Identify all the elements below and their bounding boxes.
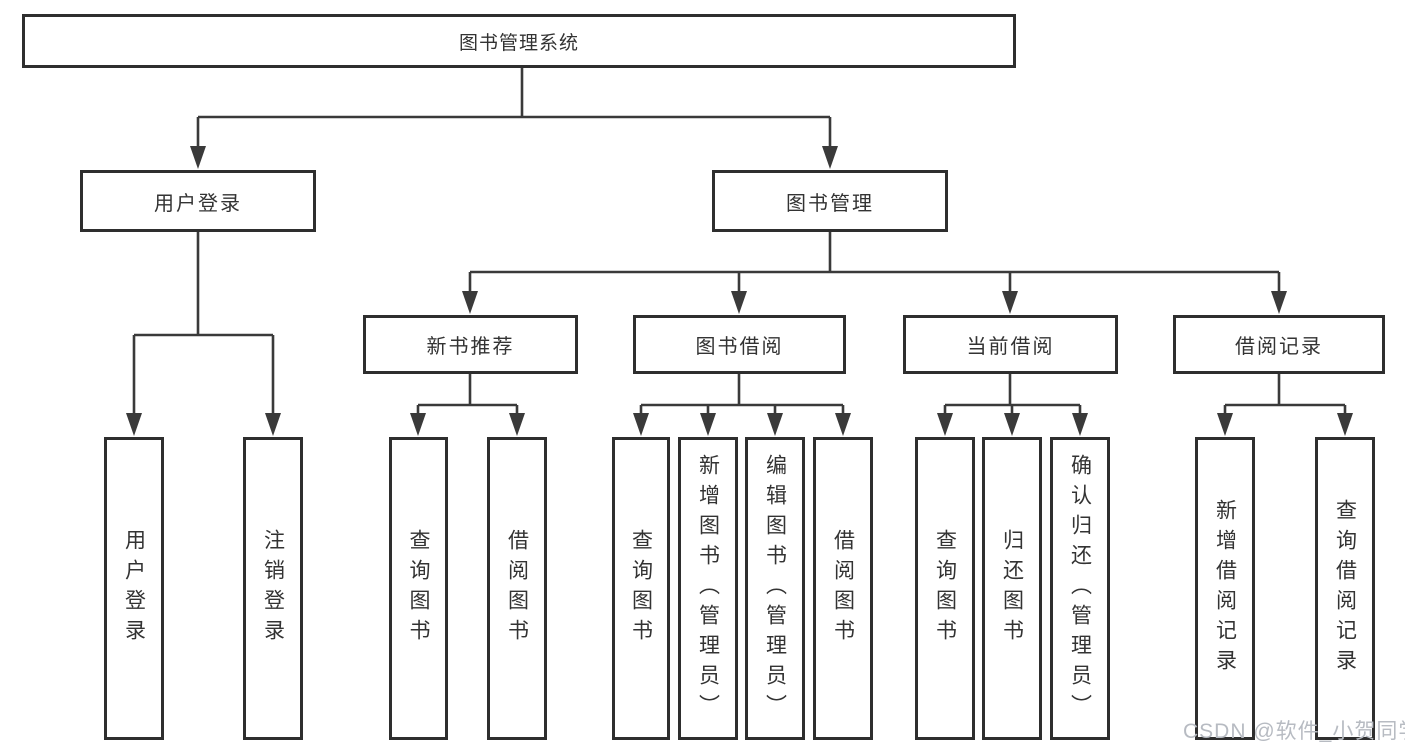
node-book-management: 图书管理: [712, 170, 948, 232]
leaf-label: 归还图书: [1000, 528, 1024, 649]
leaf-edit-books-admin: 编辑图书（管理员）: [745, 437, 805, 740]
leaf-user-login: 用户登录: [104, 437, 164, 740]
leaf-label: 借阅图书: [505, 528, 529, 649]
leaf-add-borrow-record: 新增借阅记录: [1195, 437, 1255, 740]
node-label: 借阅记录: [1235, 336, 1323, 358]
node-label: 图书管理: [786, 192, 874, 215]
leaf-label: 查询图书: [407, 528, 430, 649]
leaf-query-books-recommend: 查询图书: [389, 437, 448, 740]
leaf-label: 借阅图书: [831, 528, 855, 649]
leaf-label: 查询借阅记录: [1333, 498, 1357, 679]
leaf-add-books-admin: 新增图书（管理员）: [678, 437, 738, 740]
node-label: 当前借阅: [966, 336, 1055, 358]
leaf-label: 用户登录: [122, 528, 146, 649]
leaf-query-borrow-record: 查询借阅记录: [1315, 437, 1375, 740]
leaf-label: 注销登录: [261, 528, 285, 649]
node-label: 新书推荐: [426, 336, 515, 358]
node-current-borrowing: 当前借阅: [903, 315, 1118, 374]
leaf-confirm-return-admin: 确认归还（管理员）: [1050, 437, 1110, 740]
node-label: 图书借阅: [695, 336, 784, 358]
node-label: 用户登录: [154, 192, 242, 215]
leaf-borrow-books-recommend: 借阅图书: [487, 437, 547, 740]
leaf-return-books: 归还图书: [982, 437, 1042, 740]
csdn-watermark: CSDN @软件_小贺同学: [1183, 720, 1405, 743]
node-library-management-system: 图书管理系统: [22, 14, 1016, 68]
leaf-label: 新增借阅记录: [1213, 498, 1237, 679]
leaf-query-books-current: 查询图书: [915, 437, 975, 740]
leaf-borrow-books: 借阅图书: [813, 437, 873, 740]
leaf-logout: 注销登录: [243, 437, 303, 740]
node-new-book-recommendation: 新书推荐: [363, 315, 578, 374]
leaf-label: 查询图书: [629, 528, 653, 649]
leaf-label: 确认归还（管理员）: [1068, 453, 1092, 724]
node-label: 图书管理系统: [458, 32, 579, 54]
leaf-label: 新增图书（管理员）: [696, 453, 720, 724]
leaf-label: 编辑图书（管理员）: [763, 453, 787, 724]
leaf-query-books-borrow: 查询图书: [612, 437, 670, 740]
leaf-label: 查询图书: [933, 528, 957, 649]
node-user-login: 用户登录: [80, 170, 316, 232]
node-borrowing-records: 借阅记录: [1173, 315, 1385, 374]
node-book-borrowing: 图书借阅: [633, 315, 846, 374]
